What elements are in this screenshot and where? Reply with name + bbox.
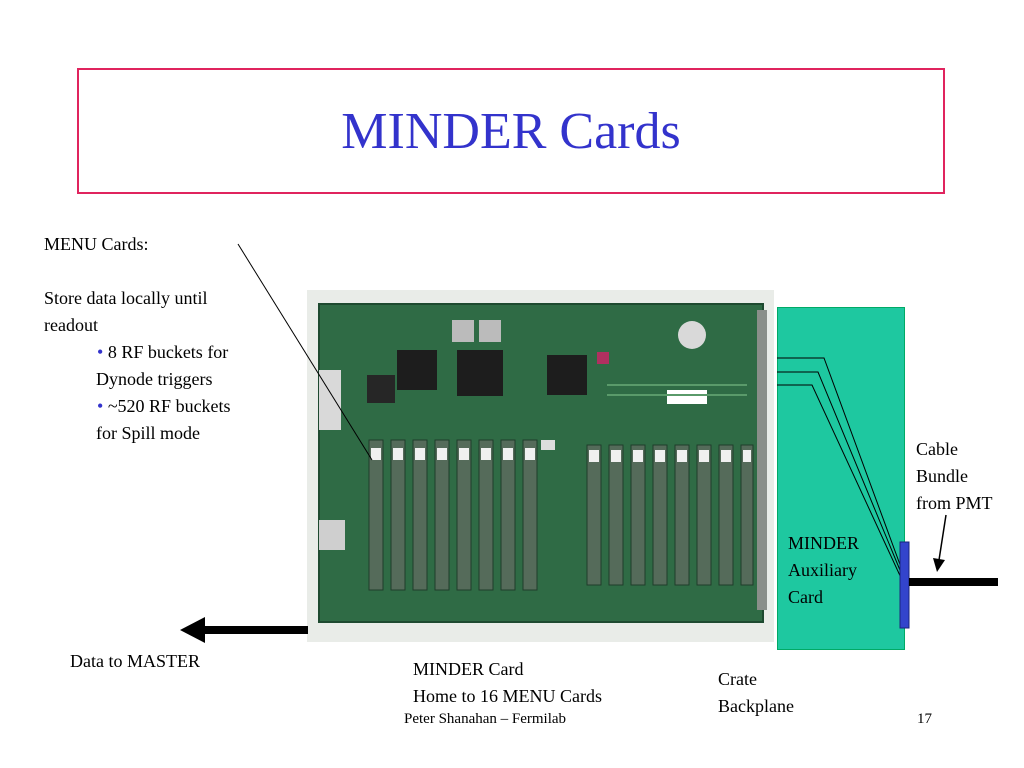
- cable-line-3: [777, 384, 903, 581]
- bullet-icon: •: [97, 396, 104, 416]
- menu-pointer-line: [237, 243, 373, 461]
- title-box: MINDER Cards: [77, 68, 945, 194]
- crate-label-line2: Backplane: [718, 696, 794, 716]
- data-to-master-label: Data to MASTER: [70, 651, 200, 671]
- arrow-down-icon: [933, 514, 947, 572]
- menu-line2: readout: [44, 315, 98, 335]
- minder-card-label-line1: MINDER Card: [413, 659, 524, 679]
- menu-bullet-2-text: ~520 RF buckets: [107, 396, 231, 416]
- slide-title: MINDER Cards: [341, 102, 681, 160]
- menu-line1: Store data locally until: [44, 288, 208, 308]
- aux-label-line3: Card: [788, 587, 823, 607]
- auxiliary-card-panel: [777, 307, 905, 650]
- menu-bullet-1-cont: Dynode triggers: [96, 369, 213, 389]
- bullet-icon: •: [97, 342, 104, 362]
- pmt-cable: [909, 578, 998, 586]
- cable-line-1: [777, 357, 903, 571]
- page-number: 17: [917, 711, 932, 727]
- minder-board-photo: [307, 290, 774, 642]
- arrow-left-icon: [180, 617, 308, 643]
- menu-bullet-1-text: 8 RF buckets for: [107, 342, 229, 362]
- cable-line-2: [777, 371, 903, 576]
- cable-label-line3: from PMT: [916, 493, 993, 513]
- backplane-connector: [899, 541, 910, 629]
- menu-bullet-2: • ~520 RF buckets: [97, 393, 231, 420]
- aux-label-line2: Auxiliary: [788, 560, 857, 580]
- menu-heading: MENU Cards:: [44, 234, 149, 254]
- aux-label-line1: MINDER: [788, 533, 859, 553]
- menu-bullet-2-cont: for Spill mode: [96, 423, 200, 443]
- menu-bullet-1: • 8 RF buckets for: [97, 339, 228, 366]
- cable-label-line1: Cable: [916, 439, 958, 459]
- crate-label-line1: Crate: [718, 669, 757, 689]
- minder-card-label-line2: Home to 16 MENU Cards: [413, 686, 602, 706]
- footer-author: Peter Shanahan – Fermilab: [404, 711, 567, 727]
- cable-label-line2: Bundle: [916, 466, 968, 486]
